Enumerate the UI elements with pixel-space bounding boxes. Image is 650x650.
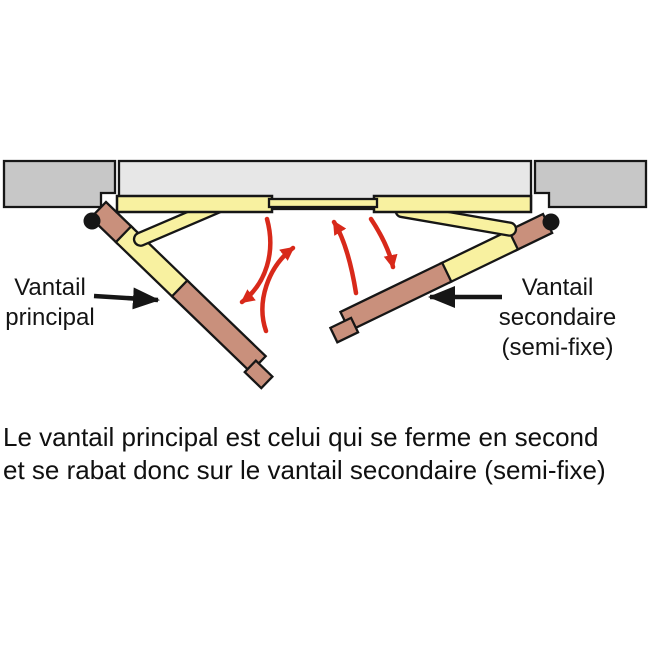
wall-block-left [2, 159, 117, 209]
swing-arrow-up-right [331, 219, 359, 296]
hinge-pivot-left [83, 212, 101, 230]
center-rail [267, 197, 379, 209]
label-vantail-principal: Vantail principal [0, 273, 100, 333]
swing-arrow-down-left [239, 216, 273, 305]
label-line: secondaire [498, 304, 617, 331]
label-vantail-secondaire: Vantail secondaire (semi-fixe) [495, 273, 620, 363]
leaf-meeting-rebate [243, 359, 275, 390]
label-line: Vantail [521, 274, 594, 301]
door-leaf-principal [89, 200, 275, 390]
caption-line-2: et se rabat donc sur le vantail secondai… [3, 455, 606, 485]
pointer-arrow-left [93, 287, 160, 310]
frame-track-left [115, 194, 274, 214]
swing-arrow-up-left [260, 245, 296, 334]
hinge-pivot-right [542, 213, 560, 231]
caption-line-1: Le vantail principal est celui qui se fe… [3, 422, 599, 452]
label-line: (semi-fixe) [501, 334, 614, 361]
label-line: Vantail [14, 274, 86, 301]
frame-track-right [372, 194, 533, 214]
leaf-meeting-rebate [328, 316, 360, 344]
door-leaf-secondaire [328, 212, 554, 344]
swing-arrow-down-right [368, 216, 398, 270]
label-line: principal [5, 304, 95, 331]
wall-block-right [533, 159, 648, 209]
figure-caption: Le vantail principal est celui qui se fe… [3, 421, 606, 487]
